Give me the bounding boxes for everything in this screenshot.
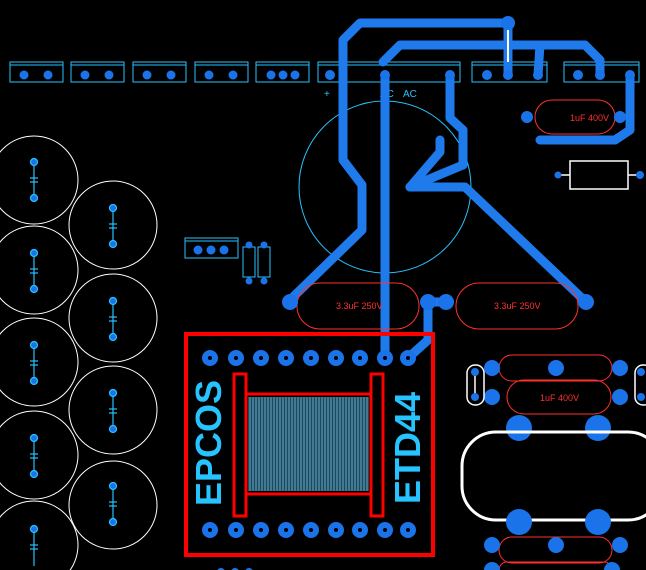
capacitor-mid-left-value: 3.3uF 250V	[336, 301, 383, 311]
cap-symbol-9	[29, 524, 39, 566]
transformer: EPCOS ETD44	[184, 332, 435, 557]
connector-2pin-4	[194, 61, 249, 83]
cap-symbol-5	[29, 340, 39, 386]
transformer-core: ETD44	[387, 392, 428, 504]
resistor-right	[554, 160, 644, 190]
bridge-ac2-label: AC	[403, 89, 417, 100]
cap-symbol-3	[29, 248, 39, 294]
connector-2pin-1	[9, 61, 64, 83]
capacitor-mid-left: 3.3uF 250V	[282, 282, 436, 330]
cap-symbol-1	[29, 157, 39, 203]
electrolytic-capacitor-symbols	[29, 157, 118, 566]
top-right-pads	[325, 16, 635, 80]
cap-symbol-4	[108, 296, 118, 342]
capacitor-top-right-value: 1uF 400V	[570, 113, 609, 123]
cap-symbol-7	[29, 433, 39, 479]
transformer-brand: EPCOS	[188, 380, 229, 506]
cap-symbol-8	[108, 481, 118, 527]
capacitor-mid-right-value: 3.3uF 250V	[494, 301, 541, 311]
jumper-right-edge	[634, 364, 646, 406]
connector-2pin-3	[132, 61, 187, 83]
connector-2pin-2	[70, 61, 125, 83]
connector-3pin-mid	[184, 237, 239, 259]
cap-symbol-6	[108, 388, 118, 434]
bridge-plus-label: +	[324, 89, 330, 100]
bobbin	[232, 372, 385, 518]
transformer-pin-holes	[208, 356, 410, 532]
jumper-lower	[466, 364, 485, 406]
connector-3pin	[255, 61, 310, 83]
capacitor-mid-right: 3.3uF 250V	[438, 282, 594, 330]
winding	[248, 397, 369, 491]
lower-right-components: 1uF 400V	[460, 354, 646, 570]
cap-symbol-2	[108, 203, 118, 249]
electrolytic-capacitor-array	[0, 135, 158, 570]
fuse-pair	[242, 241, 271, 285]
capacitor-top-right: 1uF 400V	[521, 99, 626, 135]
capacitor-lower-right-value: 1uF 400V	[540, 393, 579, 403]
